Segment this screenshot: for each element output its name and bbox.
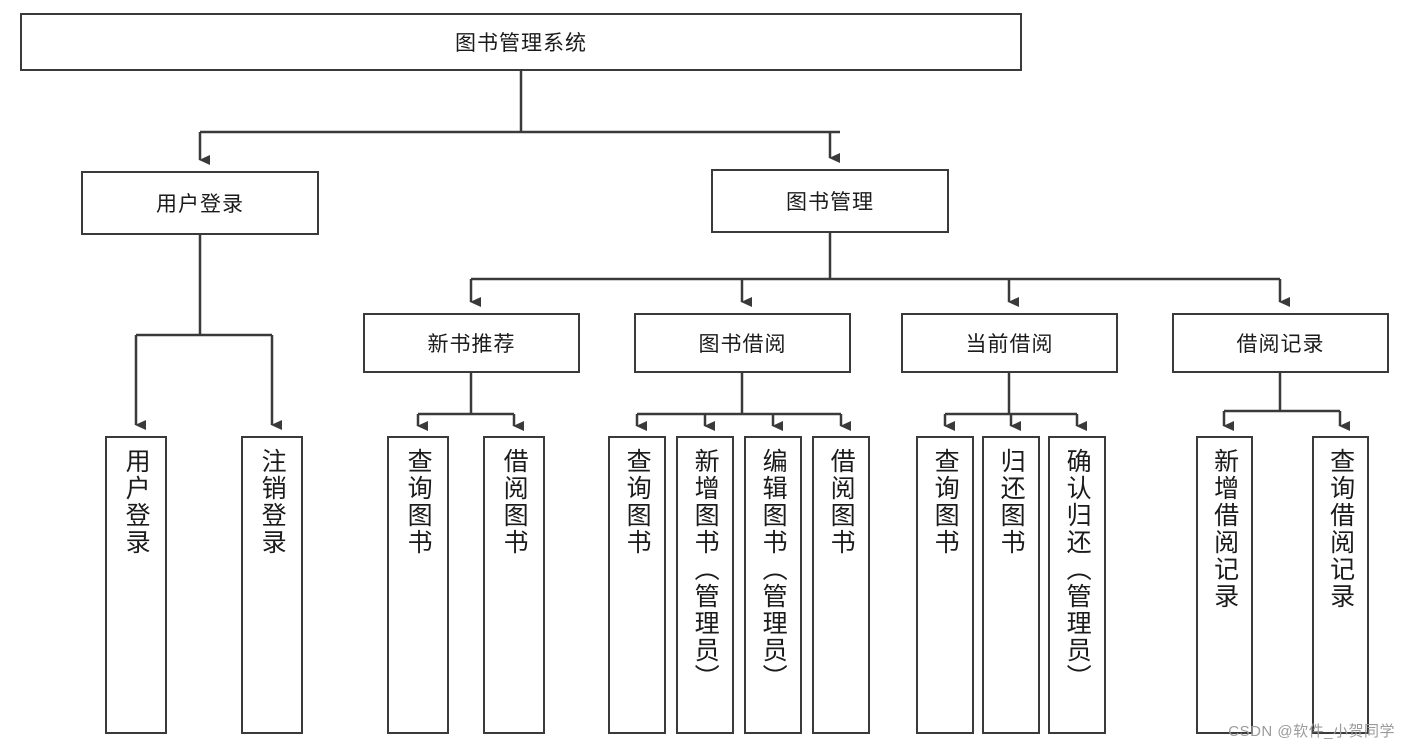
node-leaf-borrow-book-1-label: 借阅图书 <box>500 448 529 556</box>
node-book-manage[interactable]: 图书管理 <box>711 169 949 233</box>
node-leaf-query-book-1-label: 查询图书 <box>404 448 433 556</box>
node-leaf-confirm-return-label: 确认归还（管理员） <box>1063 448 1092 691</box>
node-new-book-recommend[interactable]: 新书推荐 <box>363 313 580 373</box>
node-leaf-return-book[interactable]: 归还图书 <box>982 436 1040 734</box>
node-book-manage-label: 图书管理 <box>786 191 874 214</box>
node-leaf-add-book-label: 新增图书（管理员） <box>691 448 720 691</box>
node-leaf-query-book-3-label: 查询图书 <box>931 448 960 556</box>
node-user-login[interactable]: 用户登录 <box>81 171 319 235</box>
node-leaf-query-record[interactable]: 查询借阅记录 <box>1312 436 1369 734</box>
node-leaf-add-record[interactable]: 新增借阅记录 <box>1196 436 1253 734</box>
node-borrow-record[interactable]: 借阅记录 <box>1172 313 1389 373</box>
node-borrow-record-label: 借阅记录 <box>1236 333 1325 356</box>
node-current-borrow[interactable]: 当前借阅 <box>901 313 1118 373</box>
node-leaf-user-login-label: 用户登录 <box>122 448 151 556</box>
node-user-login-label: 用户登录 <box>156 193 244 216</box>
node-leaf-user-login[interactable]: 用户登录 <box>105 436 167 734</box>
node-leaf-user-logout-label: 注销登录 <box>258 448 287 556</box>
node-book-borrow-label: 图书借阅 <box>698 333 787 356</box>
node-leaf-return-book-label: 归还图书 <box>997 448 1026 556</box>
node-leaf-edit-book[interactable]: 编辑图书（管理员） <box>744 436 802 734</box>
node-leaf-add-book[interactable]: 新增图书（管理员） <box>676 436 734 734</box>
node-leaf-add-record-label: 新增借阅记录 <box>1210 448 1239 610</box>
node-root[interactable]: 图书管理系统 <box>20 13 1022 71</box>
node-leaf-query-book-2[interactable]: 查询图书 <box>608 436 666 734</box>
node-leaf-confirm-return[interactable]: 确认归还（管理员） <box>1048 436 1106 734</box>
node-leaf-query-book-3[interactable]: 查询图书 <box>916 436 974 734</box>
node-root-label: 图书管理系统 <box>455 32 587 55</box>
node-leaf-query-book-2-label: 查询图书 <box>623 448 652 556</box>
node-current-borrow-label: 当前借阅 <box>965 333 1054 356</box>
node-leaf-query-book-1[interactable]: 查询图书 <box>387 436 449 734</box>
node-leaf-query-record-label: 查询借阅记录 <box>1326 448 1355 610</box>
node-new-book-recommend-label: 新书推荐 <box>427 333 516 356</box>
node-leaf-user-logout[interactable]: 注销登录 <box>241 436 303 734</box>
node-leaf-borrow-book-2[interactable]: 借阅图书 <box>812 436 870 734</box>
node-leaf-borrow-book-2-label: 借阅图书 <box>827 448 856 556</box>
node-book-borrow[interactable]: 图书借阅 <box>634 313 851 373</box>
node-leaf-borrow-book-1[interactable]: 借阅图书 <box>483 436 545 734</box>
node-leaf-edit-book-label: 编辑图书（管理员） <box>759 448 788 691</box>
